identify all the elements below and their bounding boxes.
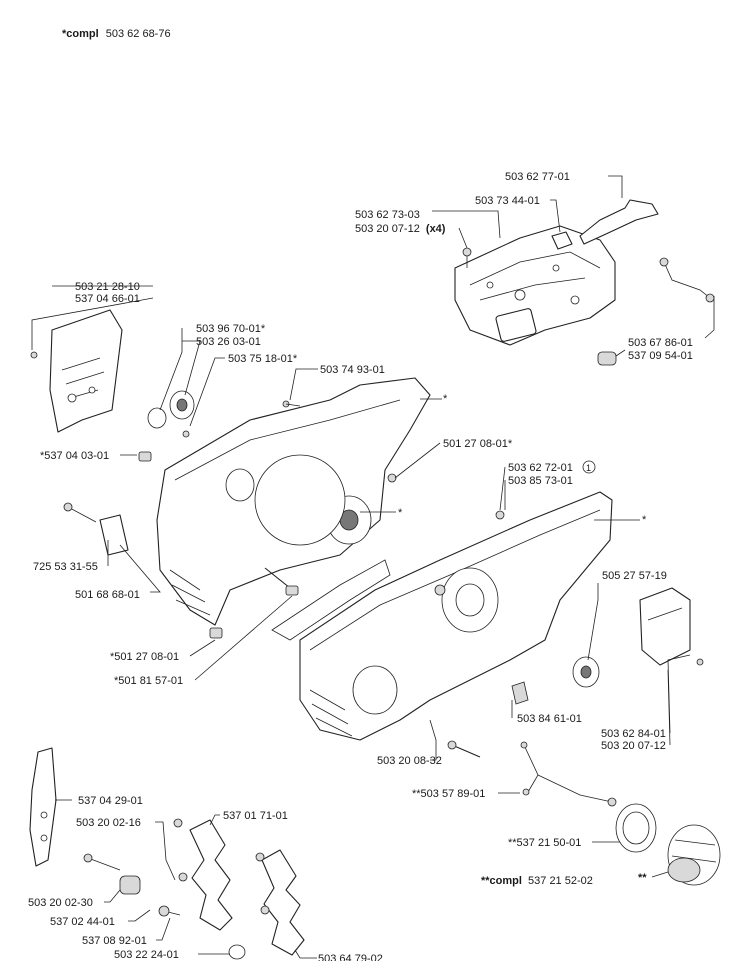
label-537-01-71-01: 537 01 71-01 bbox=[223, 810, 288, 822]
oil-seal bbox=[572, 656, 600, 688]
label-503-20-08-32: 503 20 08-32 bbox=[377, 755, 442, 767]
label-501-68-68-01: 501 68 68-01 bbox=[75, 589, 140, 601]
part-labels: 503 62 77-01 503 73 44-01 503 62 73-03 5… bbox=[28, 171, 693, 961]
crankcase-left bbox=[156, 377, 431, 639]
chain-guard-plate bbox=[30, 309, 123, 433]
oil-hose bbox=[520, 741, 617, 807]
label-503-62-73-03: 503 62 73-03 bbox=[355, 209, 420, 221]
crankcase-right bbox=[299, 491, 613, 741]
label-501-27-08-01-right: 501 27 08-01* bbox=[443, 438, 513, 450]
ref-marker-number: 1 bbox=[586, 463, 591, 473]
label-501-27-08-01-left: *501 27 08-01 bbox=[110, 651, 179, 663]
label-503-20-07-12: 503 20 07-12 bbox=[601, 740, 666, 752]
small-clip bbox=[551, 231, 573, 250]
rubber-mount bbox=[511, 681, 529, 705]
rubber-plug bbox=[597, 351, 617, 366]
label-725-53-31-55: 725 53 31-55 bbox=[33, 561, 98, 573]
label-503-64-79-02: 503 64 79-02 bbox=[318, 953, 383, 961]
label-501-81-57-01: *501 81 57-01 bbox=[114, 675, 183, 687]
label-503-62-84-01: 503 62 84-01 bbox=[601, 728, 666, 740]
label-503-20-07-12-x4: 503 20 07-12 (x4) bbox=[355, 223, 446, 235]
label-503-74-93-01: 503 74 93-01 bbox=[320, 364, 385, 376]
label-503-26-03-01: 503 26 03-01 bbox=[196, 336, 261, 348]
label-503-84-61-01: 503 84 61-01 bbox=[517, 713, 582, 725]
top-cover-plate bbox=[454, 225, 616, 346]
screws-bottom-left bbox=[83, 818, 270, 960]
bracket-left bbox=[99, 514, 129, 556]
spike-plate-inner bbox=[189, 819, 233, 931]
stud-bolt bbox=[264, 567, 299, 596]
side-cover-small bbox=[639, 587, 704, 666]
ref-marker-circle bbox=[582, 460, 596, 474]
screw-bottom bbox=[447, 740, 481, 758]
label-503-20-02-30: 503 20 02-30 bbox=[28, 897, 93, 909]
label-537-04-66-01: 537 04 66-01 bbox=[75, 293, 140, 305]
pin bbox=[138, 451, 152, 462]
label-503-73-44-01: 503 73 44-01 bbox=[475, 195, 540, 207]
label-503-21-28-10: 503 21 28-10 bbox=[75, 281, 140, 293]
label-503-62-72-01: 503 62 72-01 bbox=[508, 462, 573, 474]
label-537-08-92-01: 537 08 92-01 bbox=[82, 935, 147, 947]
throttle-rod bbox=[579, 199, 659, 245]
compl-header: *compl 503 62 68-76 bbox=[62, 28, 171, 40]
label-503-62-77-01: 503 62 77-01 bbox=[505, 171, 570, 183]
label-505-27-57-19: 505 27 57-19 bbox=[602, 570, 667, 582]
oil-cap-seal bbox=[615, 803, 657, 853]
leader-lines bbox=[31, 175, 715, 959]
label-503-75-18-01: 503 75 18-01* bbox=[228, 353, 298, 365]
bolt-small-left bbox=[63, 502, 97, 523]
gasket bbox=[271, 559, 391, 641]
oil-cap bbox=[667, 824, 721, 886]
label-503-57-89-01: **503 57 89-01 bbox=[412, 788, 485, 800]
bearing-seal-left bbox=[147, 390, 301, 438]
label-537-04-03-01: *537 04 03-01 bbox=[40, 450, 109, 462]
label-537-04-29-01: 537 04 29-01 bbox=[78, 795, 143, 807]
label-503-96-70-01: 503 96 70-01* bbox=[196, 323, 266, 335]
label-503-22-24-01: 503 22 24-01 bbox=[114, 949, 179, 961]
label-star-top: * bbox=[443, 393, 448, 405]
label-537-21-52-02: **compl 537 21 52-02 bbox=[481, 875, 593, 887]
label-503-20-02-16: 503 20 02-16 bbox=[76, 817, 141, 829]
label-537-21-50-01: **537 21 50-01 bbox=[508, 837, 581, 849]
label-537-02-44-01: 537 02 44-01 bbox=[50, 916, 115, 928]
guide-plate bbox=[29, 747, 57, 867]
label-537-09-54-01: 537 09 54-01 bbox=[628, 350, 693, 362]
label-star-mid: * bbox=[398, 507, 403, 519]
label-double-star: ** bbox=[638, 872, 647, 884]
label-star-right: * bbox=[642, 514, 647, 526]
label-503-85-73-01: 503 85 73-01 bbox=[508, 475, 573, 487]
spike-plate-outer bbox=[261, 849, 305, 956]
label-503-67-86-01: 503 67 86-01 bbox=[628, 337, 693, 349]
cable-link bbox=[659, 257, 715, 303]
